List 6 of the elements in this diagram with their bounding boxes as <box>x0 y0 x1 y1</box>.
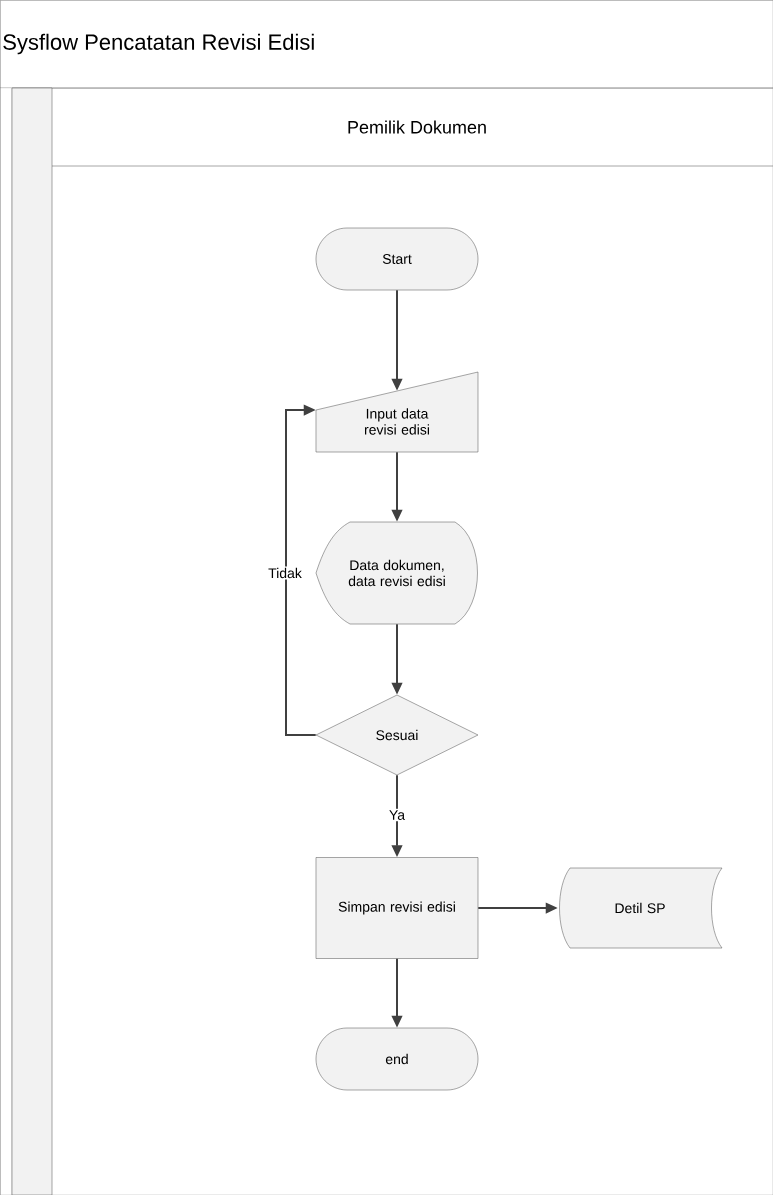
manual-input: Input data revisi edisi <box>315 371 479 453</box>
arrow <box>285 404 317 736</box>
terminator: Start <box>315 227 479 291</box>
terminator: end <box>315 1027 479 1091</box>
stored-data: Detil SP <box>559 867 723 949</box>
process-box: Simpan revisi edisi <box>315 857 479 959</box>
